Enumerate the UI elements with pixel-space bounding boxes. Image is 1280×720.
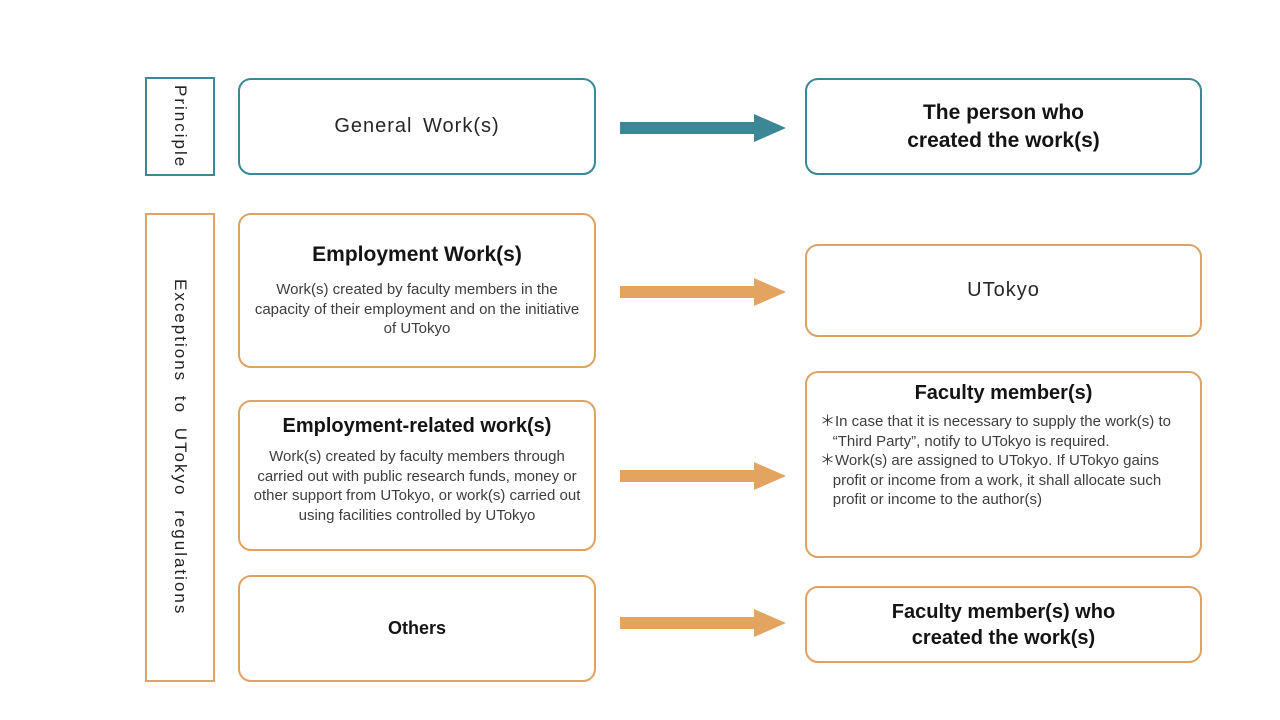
person-created-title: The person who created the work(s) [907,101,1100,152]
faculty-members-title: Faculty member(s) [914,382,1093,404]
employment-works-body: Work(s) created by faculty members in th… [254,281,580,337]
right-arrow-icon [620,278,786,306]
principle-label: Principle [171,84,190,169]
principle-label-box: Principle [145,77,215,176]
faculty-members-notes: ＊In case that it is necessary to supply … [820,412,1187,510]
employment-related-box: Employment-related work(s) Work(s) creat… [238,400,596,551]
faculty-creator-box: Faculty member(s) who created the work(s… [805,586,1202,663]
arrow-employment-to-utokyo [620,277,786,307]
arrow-general-to-person [620,113,786,143]
exceptions-label: Exceptions to UTokyo regulations [171,279,190,616]
faculty-creator-title: Faculty member(s) who created the work(s… [891,600,1116,649]
exceptions-label-box: Exceptions to UTokyo regulations [145,213,215,682]
arrow-related-to-faculty [620,461,786,491]
right-arrow-icon [620,462,786,490]
right-arrow-icon [620,609,786,637]
faculty-members-box: Faculty member(s) ＊In case that it is ne… [805,371,1202,558]
general-works-title: General Work(s) [334,115,500,137]
employment-works-box: Employment Work(s) Work(s) created by fa… [238,213,596,368]
utokyo-box: UTokyo [805,244,1202,337]
employment-related-body: Work(s) created by faculty members throu… [253,448,581,524]
faculty-note: ＊Work(s) are assigned to UTokyo. If UTok… [820,452,1162,508]
faculty-note: ＊In case that it is necessary to supply … [820,413,1171,450]
others-box: Others [238,575,596,682]
utokyo-title: UTokyo [967,279,1040,301]
general-works-box: General Work(s) [238,78,596,175]
right-arrow-icon [620,114,786,142]
arrow-others-to-creator [620,608,786,638]
employment-works-title: Employment Work(s) [312,243,522,266]
employment-related-title: Employment-related work(s) [282,415,552,437]
others-title: Others [387,618,447,638]
person-created-box: The person who created the work(s) [805,78,1202,175]
